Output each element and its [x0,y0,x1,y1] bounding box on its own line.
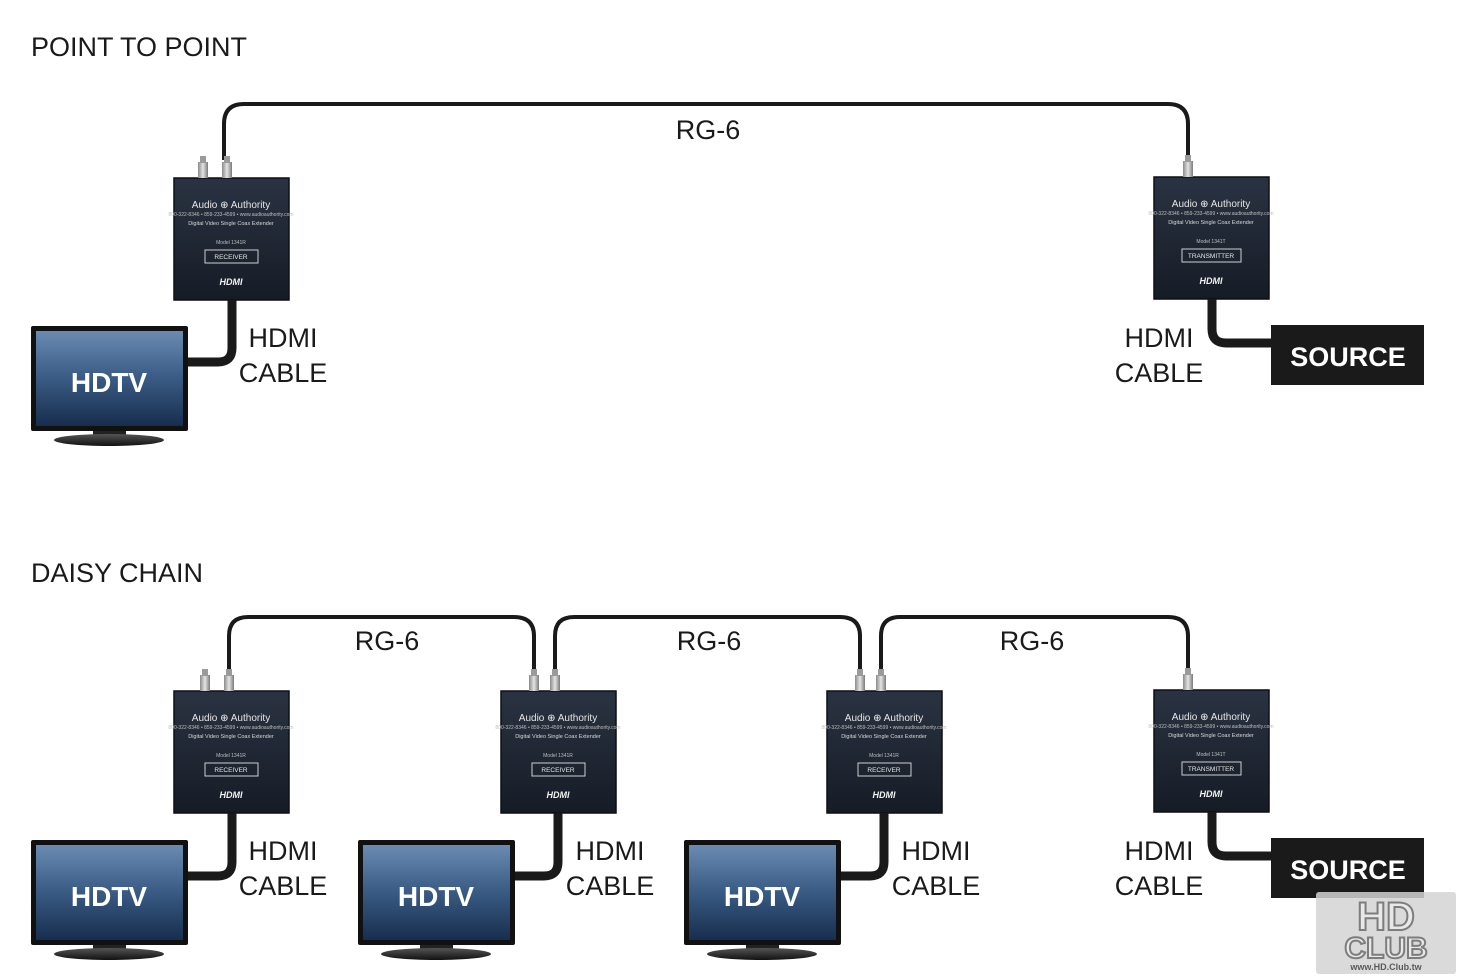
hdmi-cable [1207,299,1272,348]
svg-text:Audio ⊕ Authority: Audio ⊕ Authority [1172,712,1250,723]
svg-text:HDTV: HDTV [724,881,801,912]
svg-text:Model 1341T: Model 1341T [1196,752,1225,758]
section-title-daisy-chain: DAISY CHAIN [31,558,203,588]
source-box: SOURCE [1271,838,1424,898]
daisy-chain-group: RG-6 RG-6 RG-6 Audio ⊕ Authority 800-322… [31,615,1424,960]
svg-text:Digital Video Single Coax Exte: Digital Video Single Coax Extender [841,734,927,740]
svg-text:CLUB: CLUB [1344,932,1427,965]
svg-text:Digital Video Single Coax Exte: Digital Video Single Coax Extender [515,734,601,740]
svg-text:RECEIVER: RECEIVER [541,767,575,774]
transmitter-device: Audio ⊕ Authority 800-322-8346 • 859-233… [1148,668,1274,813]
svg-text:RECEIVER: RECEIVER [214,254,248,261]
coax-cable [227,615,536,672]
hdmi-cable-label: CABLE [892,871,981,901]
svg-text:Digital Video Single Coax Exte: Digital Video Single Coax Extender [188,734,274,740]
svg-text:Audio ⊕ Authority: Audio ⊕ Authority [192,713,270,724]
svg-text:TRANSMITTER: TRANSMITTER [1188,253,1235,260]
svg-text:HDTV: HDTV [71,881,148,912]
svg-text:Model 1341R: Model 1341R [216,753,246,759]
hdtv: HDTV [358,840,515,960]
coax-label: RG-6 [676,115,741,145]
hdmi-cable [841,813,889,881]
svg-text:SOURCE: SOURCE [1290,855,1406,885]
hdmi-cable-label: HDMI [1125,836,1194,866]
svg-text:HDMI: HDMI [220,790,243,800]
svg-text:Model 1341T: Model 1341T [1196,239,1225,245]
hdtv: HDTV [31,840,188,960]
svg-text:Model 1341R: Model 1341R [869,753,899,759]
coax-label: RG-6 [677,626,742,656]
svg-text:Model 1341R: Model 1341R [543,753,573,759]
hdmi-cable-label: CABLE [1115,358,1204,388]
receiver-device: Audio ⊕ Authority 800-322-8346 • 859-233… [821,669,947,814]
svg-text:HDTV: HDTV [71,367,148,398]
hdmi-cable [1207,812,1272,861]
svg-text:Audio ⊕ Authority: Audio ⊕ Authority [1172,199,1250,210]
hdmi-cable-label: CABLE [566,871,655,901]
svg-text:Audio ⊕ Authority: Audio ⊕ Authority [845,713,923,724]
svg-text:Audio ⊕ Authority: Audio ⊕ Authority [192,200,270,211]
svg-text:800-322-8346 • 859-233-4599 •: 800-322-8346 • 859-233-4599 • www.audioa… [1148,724,1273,730]
svg-text:Digital Video Single Coax Exte: Digital Video Single Coax Extender [188,221,274,227]
svg-text:HDMI: HDMI [1200,789,1223,799]
coax-label: RG-6 [355,626,420,656]
receiver-device: Audio ⊕ Authority 800-322-8346 • 859-233… [168,669,294,814]
svg-text:Digital Video Single Coax Exte: Digital Video Single Coax Extender [1168,220,1254,226]
hdmi-cable-label: CABLE [1115,871,1204,901]
hdmi-cable [188,300,237,367]
hdmi-cable [514,813,563,881]
hdmi-cable [188,813,237,881]
svg-text:HDMI: HDMI [873,790,896,800]
section-title-point-to-point: POINT TO POINT [31,32,247,62]
svg-text:800-322-8346 • 859-233-4599 •: 800-322-8346 • 859-233-4599 • www.audioa… [495,725,620,731]
svg-text:Model 1341R: Model 1341R [216,240,246,246]
svg-text:HDMI: HDMI [1200,276,1223,286]
hdmi-cable-label: CABLE [239,871,328,901]
svg-text:800-322-8346 • 859-233-4599 •: 800-322-8346 • 859-233-4599 • www.audioa… [168,725,293,731]
hdmi-cable-label: CABLE [239,358,328,388]
hdtv: HDTV [684,840,841,960]
hdmi-cable-label: HDMI [249,836,318,866]
svg-text:HD: HD [1357,895,1415,939]
svg-text:800-322-8346 • 859-233-4599 •: 800-322-8346 • 859-233-4599 • www.audioa… [168,212,293,218]
coax-label: RG-6 [1000,626,1065,656]
svg-text:800-322-8346 • 859-233-4599 •: 800-322-8346 • 859-233-4599 • www.audioa… [1148,211,1273,217]
svg-text:Digital Video Single Coax Exte: Digital Video Single Coax Extender [1168,733,1254,739]
hdmi-cable-label: HDMI [902,836,971,866]
hdmi-cable-label: HDMI [576,836,645,866]
svg-text:800-322-8346 • 859-233-4599 •: 800-322-8346 • 859-233-4599 • www.audioa… [821,725,946,731]
hdmi-cable-label: HDMI [1125,323,1194,353]
svg-text:HDTV: HDTV [398,881,475,912]
svg-text:TRANSMITTER: TRANSMITTER [1188,766,1235,773]
watermark-logo: HD CLUB www.HD.Club.tw [1316,892,1456,974]
svg-text:www.HD.Club.tw: www.HD.Club.tw [1349,962,1422,972]
svg-text:HDMI: HDMI [220,277,243,287]
coax-cable [553,615,862,672]
hdtv: HDTV [31,326,188,446]
svg-text:SOURCE: SOURCE [1290,342,1406,372]
receiver-device: Audio ⊕ Authority 800-322-8346 • 859-233… [495,669,621,814]
svg-text:RECEIVER: RECEIVER [214,767,248,774]
svg-text:Audio ⊕ Authority: Audio ⊕ Authority [519,713,597,724]
svg-text:HDMI: HDMI [547,790,570,800]
coax-cable [879,615,1190,672]
source-box: SOURCE [1271,325,1424,385]
transmitter-device: Audio ⊕ Authority 800-322-8346 • 859-233… [1148,155,1274,300]
svg-text:RECEIVER: RECEIVER [867,767,901,774]
hdmi-cable-label: HDMI [249,323,318,353]
receiver-device: Audio ⊕ Authority 800-322-8346 • 859-233… [168,156,294,301]
point-to-point-group: RG-6 Audio ⊕ Authority 800-322-8346 • 85… [31,102,1424,446]
coax-cable [222,102,1190,160]
